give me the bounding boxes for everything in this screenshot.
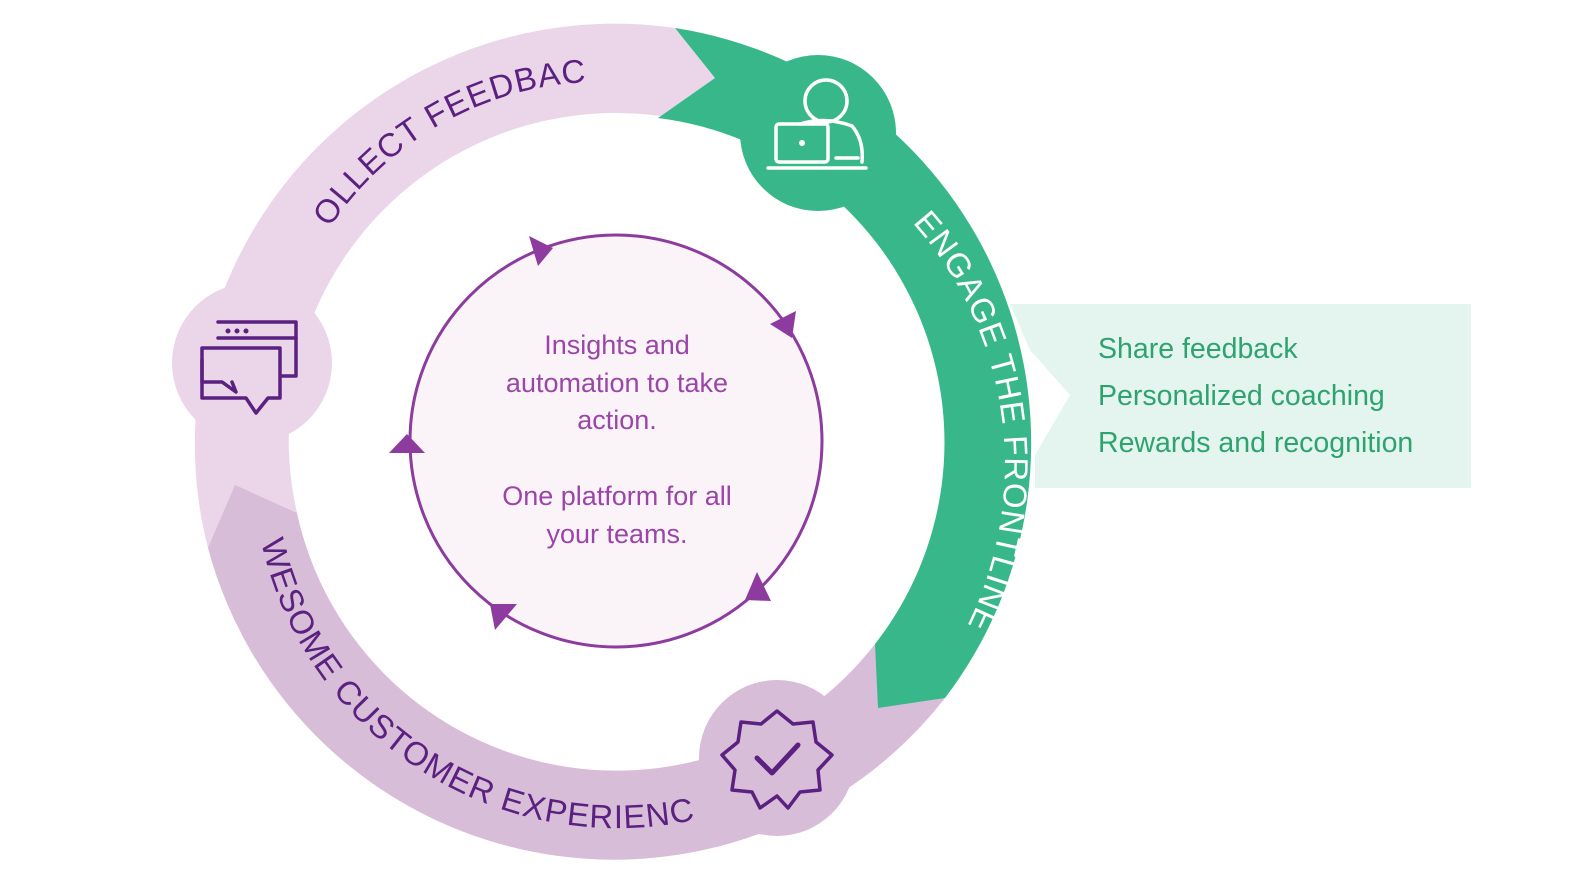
engage-item-share-feedback: Share feedback	[1098, 333, 1298, 365]
engage-item-rewards: Rewards and recognition	[1098, 427, 1413, 459]
engage-frontline-segment	[658, 28, 1032, 708]
chat-window-icon	[172, 283, 332, 443]
center-text-line-6: your teams.	[546, 519, 687, 549]
cycle-arrow-icon	[389, 434, 425, 453]
engage-panel: Share feedback Personalized coaching Rew…	[1010, 304, 1471, 488]
cycle-arrow-icon	[770, 311, 796, 338]
center-text-line-5: One platform for all	[502, 481, 732, 511]
cycle-arrow-icon	[490, 604, 517, 630]
engage-item-coaching: Personalized coaching	[1098, 380, 1385, 412]
badge-check-icon	[699, 680, 855, 836]
center-text-line-1: Insights and	[544, 330, 690, 360]
center-text-line-2: automation to take	[506, 368, 728, 398]
engage-panel-box	[1010, 304, 1471, 488]
center-circle-arrows	[389, 236, 796, 630]
cycle-arrow-icon	[745, 572, 771, 601]
collect-feedback-segment	[194, 23, 715, 548]
person-laptop-icon	[740, 55, 896, 211]
cycle-arrow-icon	[529, 236, 553, 266]
center-circle: Insights and automation to take action. …	[389, 233, 824, 649]
center-text-line-3: action.	[577, 405, 657, 435]
